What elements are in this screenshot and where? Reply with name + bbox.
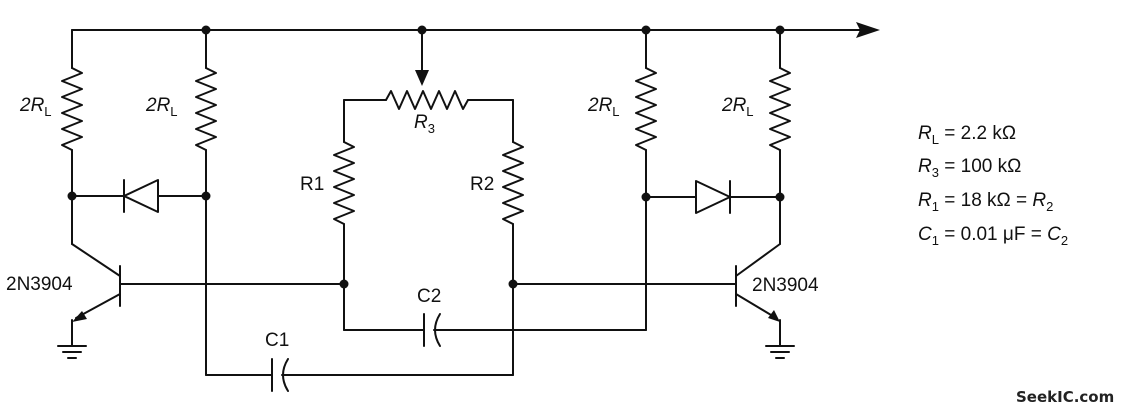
capacitor-c2 <box>343 313 647 347</box>
junction-dots <box>67 25 785 289</box>
junction-dot <box>417 25 427 35</box>
label-r2: R2 <box>470 174 494 195</box>
label-r3: R3 <box>414 112 435 136</box>
spec-r3: R3 = 100 kΩ <box>918 156 1021 180</box>
spec-r1: R1 = 18 kΩ = R2 <box>918 190 1053 214</box>
junction-dot <box>201 25 211 35</box>
label-rl-left-collector: 2RL <box>19 95 52 119</box>
watermark: SeekIC.com <box>1016 388 1114 406</box>
junction-dot <box>67 191 77 201</box>
right-diode <box>645 180 781 214</box>
junction-dot <box>201 191 211 201</box>
supply-rail <box>71 22 880 38</box>
label-q-left: 2N3904 <box>6 274 73 295</box>
left-base-resistor <box>195 29 217 376</box>
label-rl-right-collector: 2RL <box>721 95 754 119</box>
left-transistor <box>71 243 345 322</box>
junction-dot <box>775 25 785 35</box>
label-rl-left-base: 2RL <box>145 95 178 119</box>
spec-rl: RL = 2.2 kΩ <box>918 123 1016 147</box>
junction-dot <box>641 192 651 202</box>
left-collector-resistor <box>61 29 83 245</box>
label-c1: C1 <box>265 330 289 351</box>
right-base-resistor <box>635 29 657 331</box>
right-transistor <box>512 243 781 322</box>
junction-dot <box>775 192 785 202</box>
junction-dot <box>339 279 349 289</box>
rail-arrow <box>856 22 880 38</box>
label-c2: C2 <box>417 286 441 307</box>
junction-dot <box>508 279 518 289</box>
label-r1: R1 <box>300 174 324 195</box>
potentiometer-r3 <box>343 29 514 110</box>
left-diode <box>71 179 207 213</box>
right-collector-resistor <box>769 29 791 245</box>
wiper-arrow <box>415 70 429 86</box>
right-ground <box>765 319 795 359</box>
resistor-r2 <box>502 99 524 376</box>
label-rl-right-base: 2RL <box>587 95 620 119</box>
junction-dot <box>641 25 651 35</box>
capacitor-c1 <box>205 358 514 392</box>
component-values: RL = 2.2 kΩ R3 = 100 kΩ R1 = 18 kΩ = R2 … <box>918 123 1068 248</box>
resistor-r1 <box>333 99 355 331</box>
left-ground <box>57 319 87 359</box>
spec-c1: C1 = 0.01 μF = C2 <box>918 224 1068 248</box>
label-q-right: 2N3904 <box>752 275 819 296</box>
